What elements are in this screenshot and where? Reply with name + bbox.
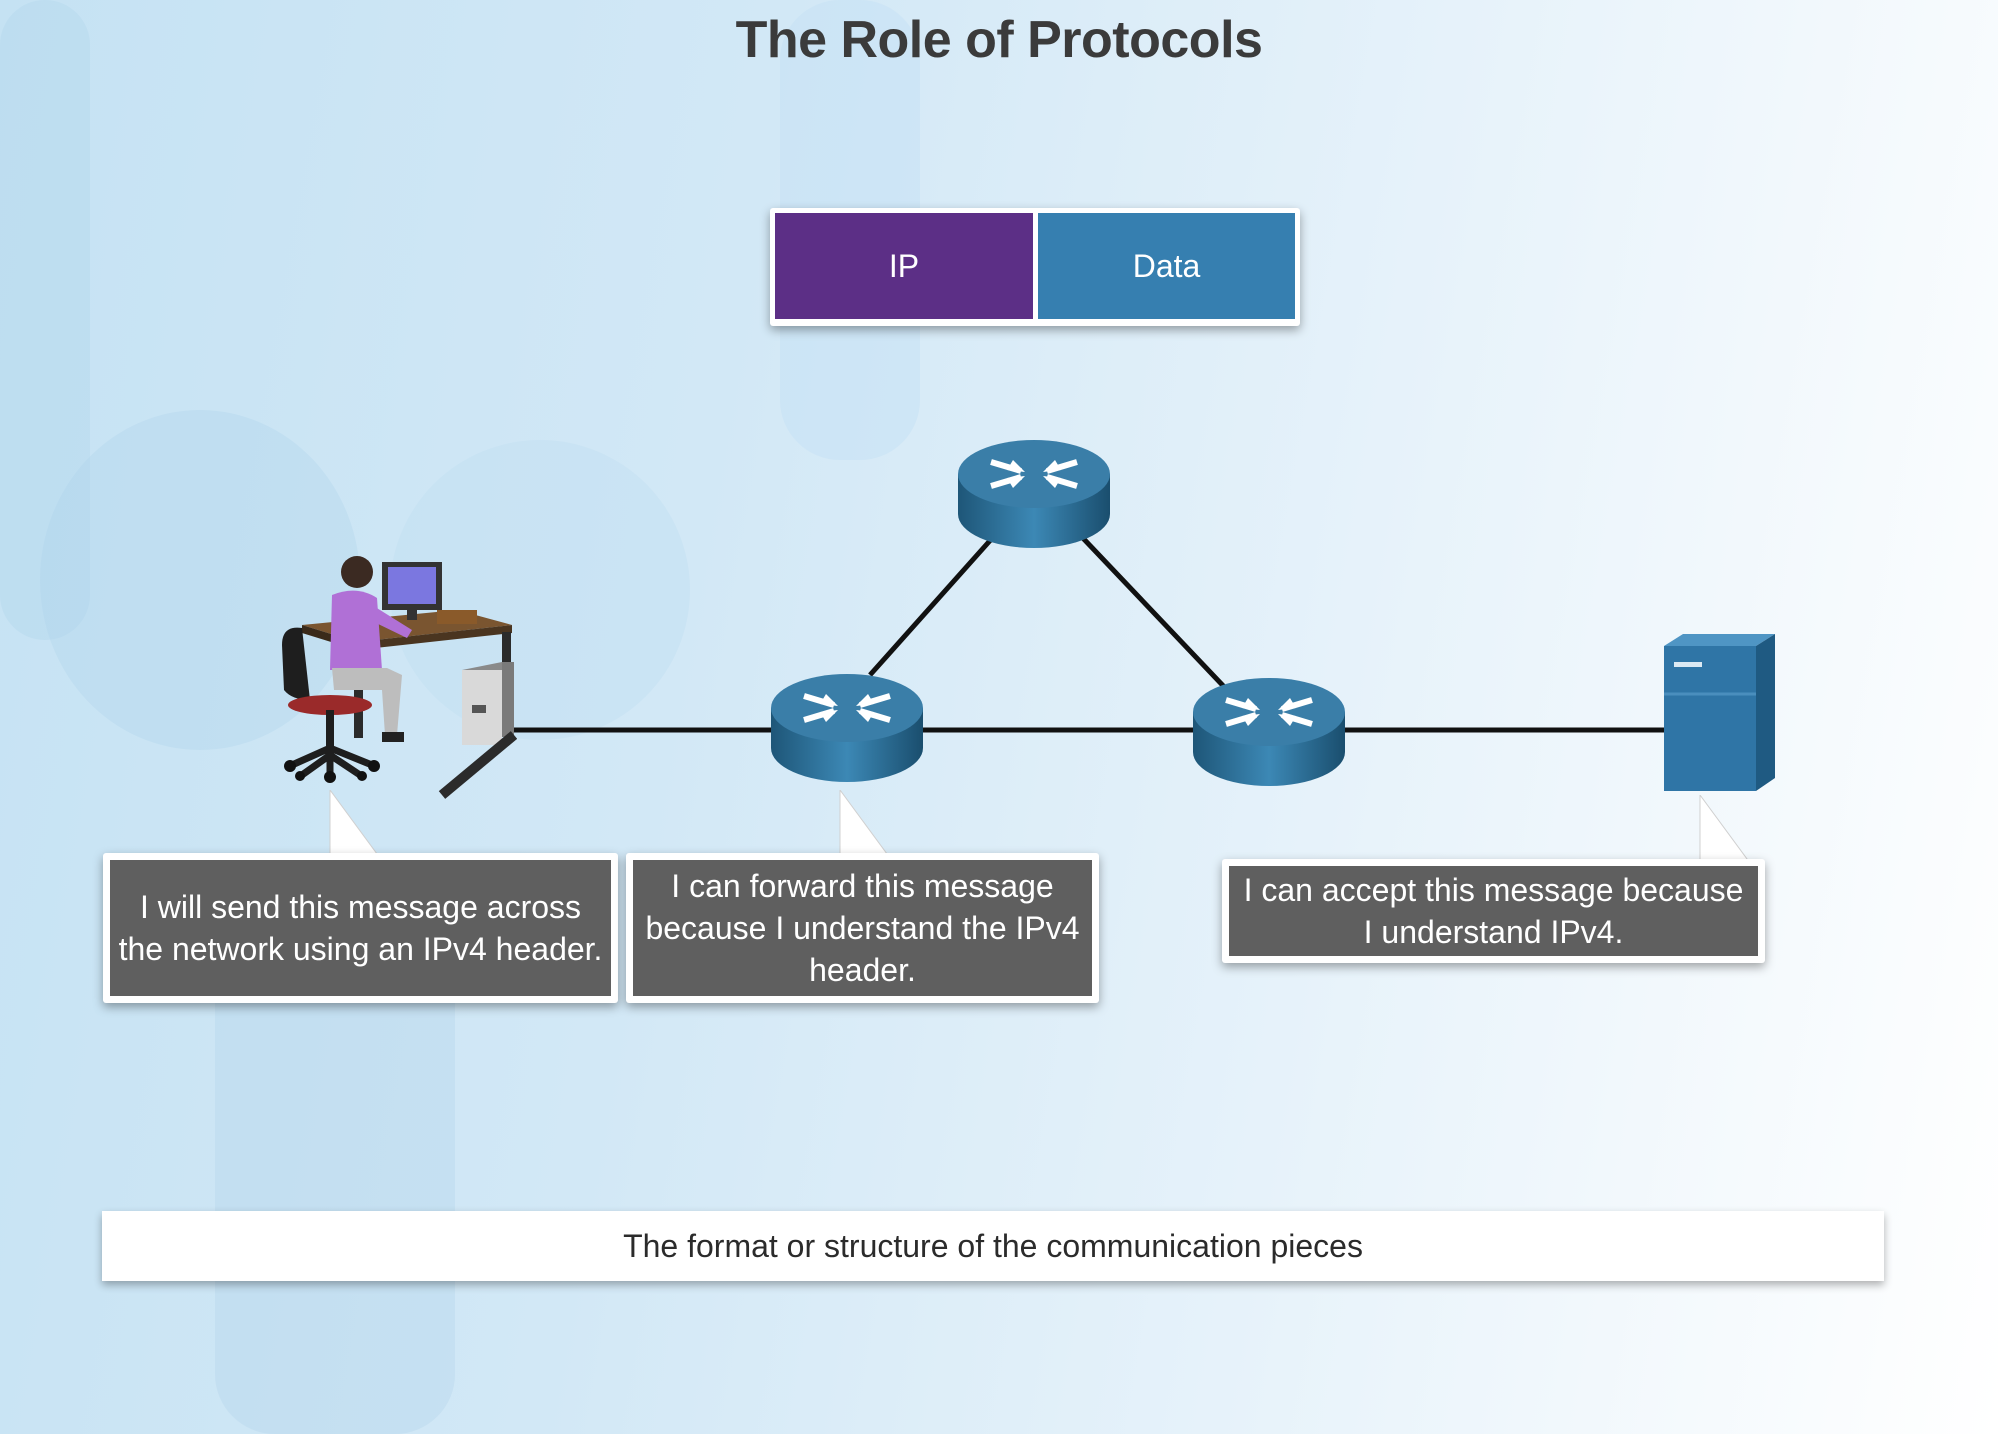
link-line xyxy=(1078,533,1232,695)
packet-diagram: IP Data xyxy=(770,208,1300,326)
callout-pointer xyxy=(1699,795,1751,863)
sender-callout: I will send this message across the netw… xyxy=(103,853,618,1003)
ip-header-segment: IP xyxy=(775,213,1033,319)
router-icon xyxy=(1193,678,1345,786)
server-callout-text: I can accept this message because I unde… xyxy=(1229,866,1758,956)
router-icon xyxy=(771,674,923,782)
callout-pointer xyxy=(839,790,891,858)
link-line xyxy=(868,533,997,677)
background-stripe xyxy=(0,0,90,640)
user-workstation-icon xyxy=(282,556,517,799)
data-segment: Data xyxy=(1038,213,1295,319)
server-callout: I can accept this message because I unde… xyxy=(1222,859,1765,963)
server-icon xyxy=(1664,634,1775,791)
caption-bar: The format or structure of the communica… xyxy=(102,1211,1884,1281)
router-icon xyxy=(958,440,1110,548)
sender-callout-text: I will send this message across the netw… xyxy=(110,860,611,996)
router-callout: I can forward this message because I und… xyxy=(626,853,1099,1003)
page-title: The Role of Protocols xyxy=(735,11,1263,69)
router-callout-text: I can forward this message because I und… xyxy=(633,860,1092,996)
callout-pointer xyxy=(329,790,381,858)
